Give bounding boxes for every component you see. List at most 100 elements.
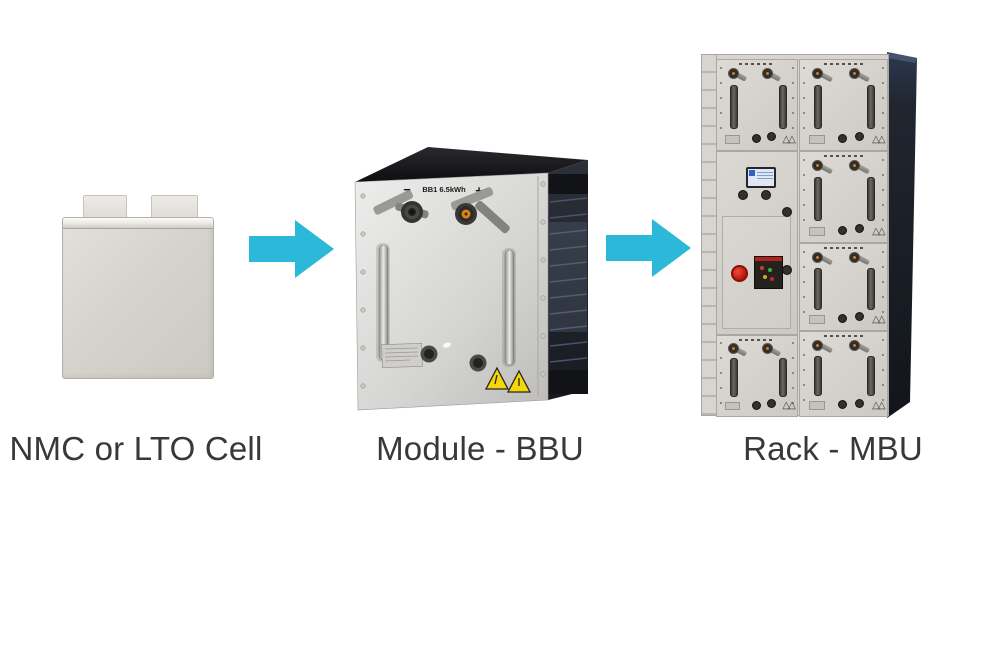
- control-knob: [782, 206, 793, 217]
- flow-arrow-icon: [606, 219, 691, 277]
- rack-module: △△: [799, 151, 888, 243]
- rack-module-connector-left: [728, 343, 748, 357]
- rack-module-label: [808, 134, 825, 144]
- rack-module-screws: [882, 67, 884, 141]
- rack-module-knob: [752, 133, 762, 143]
- rack-module-screws: [720, 342, 722, 408]
- rack-module-knob: [838, 133, 848, 143]
- rack-module-knob: [838, 314, 848, 324]
- rack-module-handle-right: [866, 177, 875, 221]
- warning-triangle-icons: △△: [872, 313, 885, 325]
- rack-module-label: [808, 315, 825, 324]
- warning-triangle-icons: △△: [782, 133, 795, 145]
- rack-module-screws: [803, 67, 805, 141]
- rack-module-handle-right: [778, 358, 787, 398]
- cell-pouch-body: [62, 217, 214, 379]
- rack-module-screws: [882, 159, 884, 233]
- rack-module-knob: [838, 400, 848, 410]
- rack-module-connector-left: [812, 160, 834, 176]
- stage-label-cell: NMC or LTO Cell: [9, 430, 263, 467]
- module-handle-left: [378, 244, 389, 361]
- module-polarity-minus: −: [403, 182, 411, 197]
- rack-module-connector-left: [812, 251, 834, 267]
- module-image: − BB1 6.5kWh +: [354, 147, 588, 411]
- module-connector-negative: [373, 190, 429, 223]
- control-knob: [782, 264, 793, 275]
- warning-triangle-icons: △△: [872, 133, 885, 145]
- rack-mounting-rail: [702, 55, 717, 415]
- rack-module-knob: [854, 312, 864, 322]
- rack-module-connector-left: [728, 68, 748, 84]
- stage-label-rack: Rack - MBU: [743, 430, 923, 467]
- rack-module-handle-right: [866, 85, 875, 129]
- rack-module-connector-right: [848, 160, 870, 176]
- module-screws: [360, 181, 546, 389]
- rack-module-screws: [882, 338, 884, 408]
- rack-module-knob: [752, 400, 762, 410]
- rack-module-handle-left: [729, 358, 738, 398]
- rack-module-handle-right: [866, 355, 875, 397]
- rack-module: △△: [799, 59, 888, 151]
- rack-module-knob: [767, 132, 777, 141]
- rack-module-connector-left: [812, 68, 834, 84]
- rack-module-handle-right: [866, 268, 875, 310]
- rack-module-knob: [767, 399, 777, 408]
- control-display: [746, 166, 776, 188]
- rack-module: △△: [799, 331, 888, 417]
- warning-triangle-icons: △△: [782, 400, 795, 412]
- rack-module: △△: [716, 59, 798, 151]
- rack-module-label: [808, 401, 825, 411]
- rack-module-screws: [803, 338, 805, 408]
- rack-module-connector-left: [812, 339, 834, 355]
- module-spec-label: [381, 342, 423, 369]
- rack-module-knob: [854, 398, 864, 408]
- rack-module-handle-left: [729, 85, 738, 129]
- rack-module-marking: [824, 155, 863, 157]
- rack-module-knob: [854, 132, 864, 141]
- rack-module-handle-left: [813, 85, 822, 129]
- rack-module-screws: [720, 67, 722, 141]
- stage-label-module: Module - BBU: [376, 430, 584, 467]
- emergency-stop-button: [731, 264, 749, 282]
- cell-seal-strip: [63, 218, 213, 229]
- rack-module-handle-left: [813, 355, 822, 397]
- rack-module-marking: [824, 63, 863, 65]
- rack-side-panel: [887, 52, 917, 418]
- rack-module-marking: [824, 247, 863, 249]
- control-knob: [761, 190, 771, 201]
- module-connector-positive: [450, 187, 510, 234]
- rack-module-screws: [882, 250, 884, 322]
- rack-module-connector-right: [761, 68, 782, 84]
- rack-module-connector-right: [848, 339, 870, 355]
- rack-image: △△ △△ △△: [701, 50, 919, 422]
- module-polarity-plus: +: [475, 183, 483, 198]
- warning-triangle-icons: △△: [872, 399, 885, 411]
- rack-control-unit: [716, 151, 798, 335]
- rack-module-label: [725, 134, 740, 144]
- module-warning-icons: [484, 366, 532, 393]
- rack-front: △△ △△ △△: [701, 54, 889, 417]
- rack-module-handle-left: [813, 268, 822, 310]
- rack-module-connector-right: [761, 343, 782, 357]
- rack-module-screws: [792, 342, 794, 408]
- rack-module-marking: [739, 339, 775, 341]
- rack-module-knob: [838, 225, 848, 235]
- control-display-screen: [748, 168, 774, 186]
- rack-module-connector-right: [848, 251, 870, 267]
- module-handle-right: [504, 249, 515, 366]
- flow-arrow-icon: [249, 220, 334, 278]
- rack-module-screws: [803, 250, 805, 322]
- warning-triangle-icons: △△: [872, 225, 885, 237]
- rack-module-connector-right: [848, 68, 870, 84]
- rack-module-screws: [803, 159, 805, 233]
- rack-module-screws: [792, 67, 794, 141]
- rack-module: △△: [716, 335, 798, 417]
- module-vent-fins: [549, 197, 588, 363]
- rack-module-marking: [739, 63, 775, 65]
- rack-module-handle-left: [813, 177, 822, 221]
- module-model-text: BB1 6.5kWh: [422, 185, 466, 194]
- rack-module: △△: [799, 243, 888, 331]
- rack-module-marking: [824, 335, 863, 337]
- rack-module-label: [808, 226, 825, 236]
